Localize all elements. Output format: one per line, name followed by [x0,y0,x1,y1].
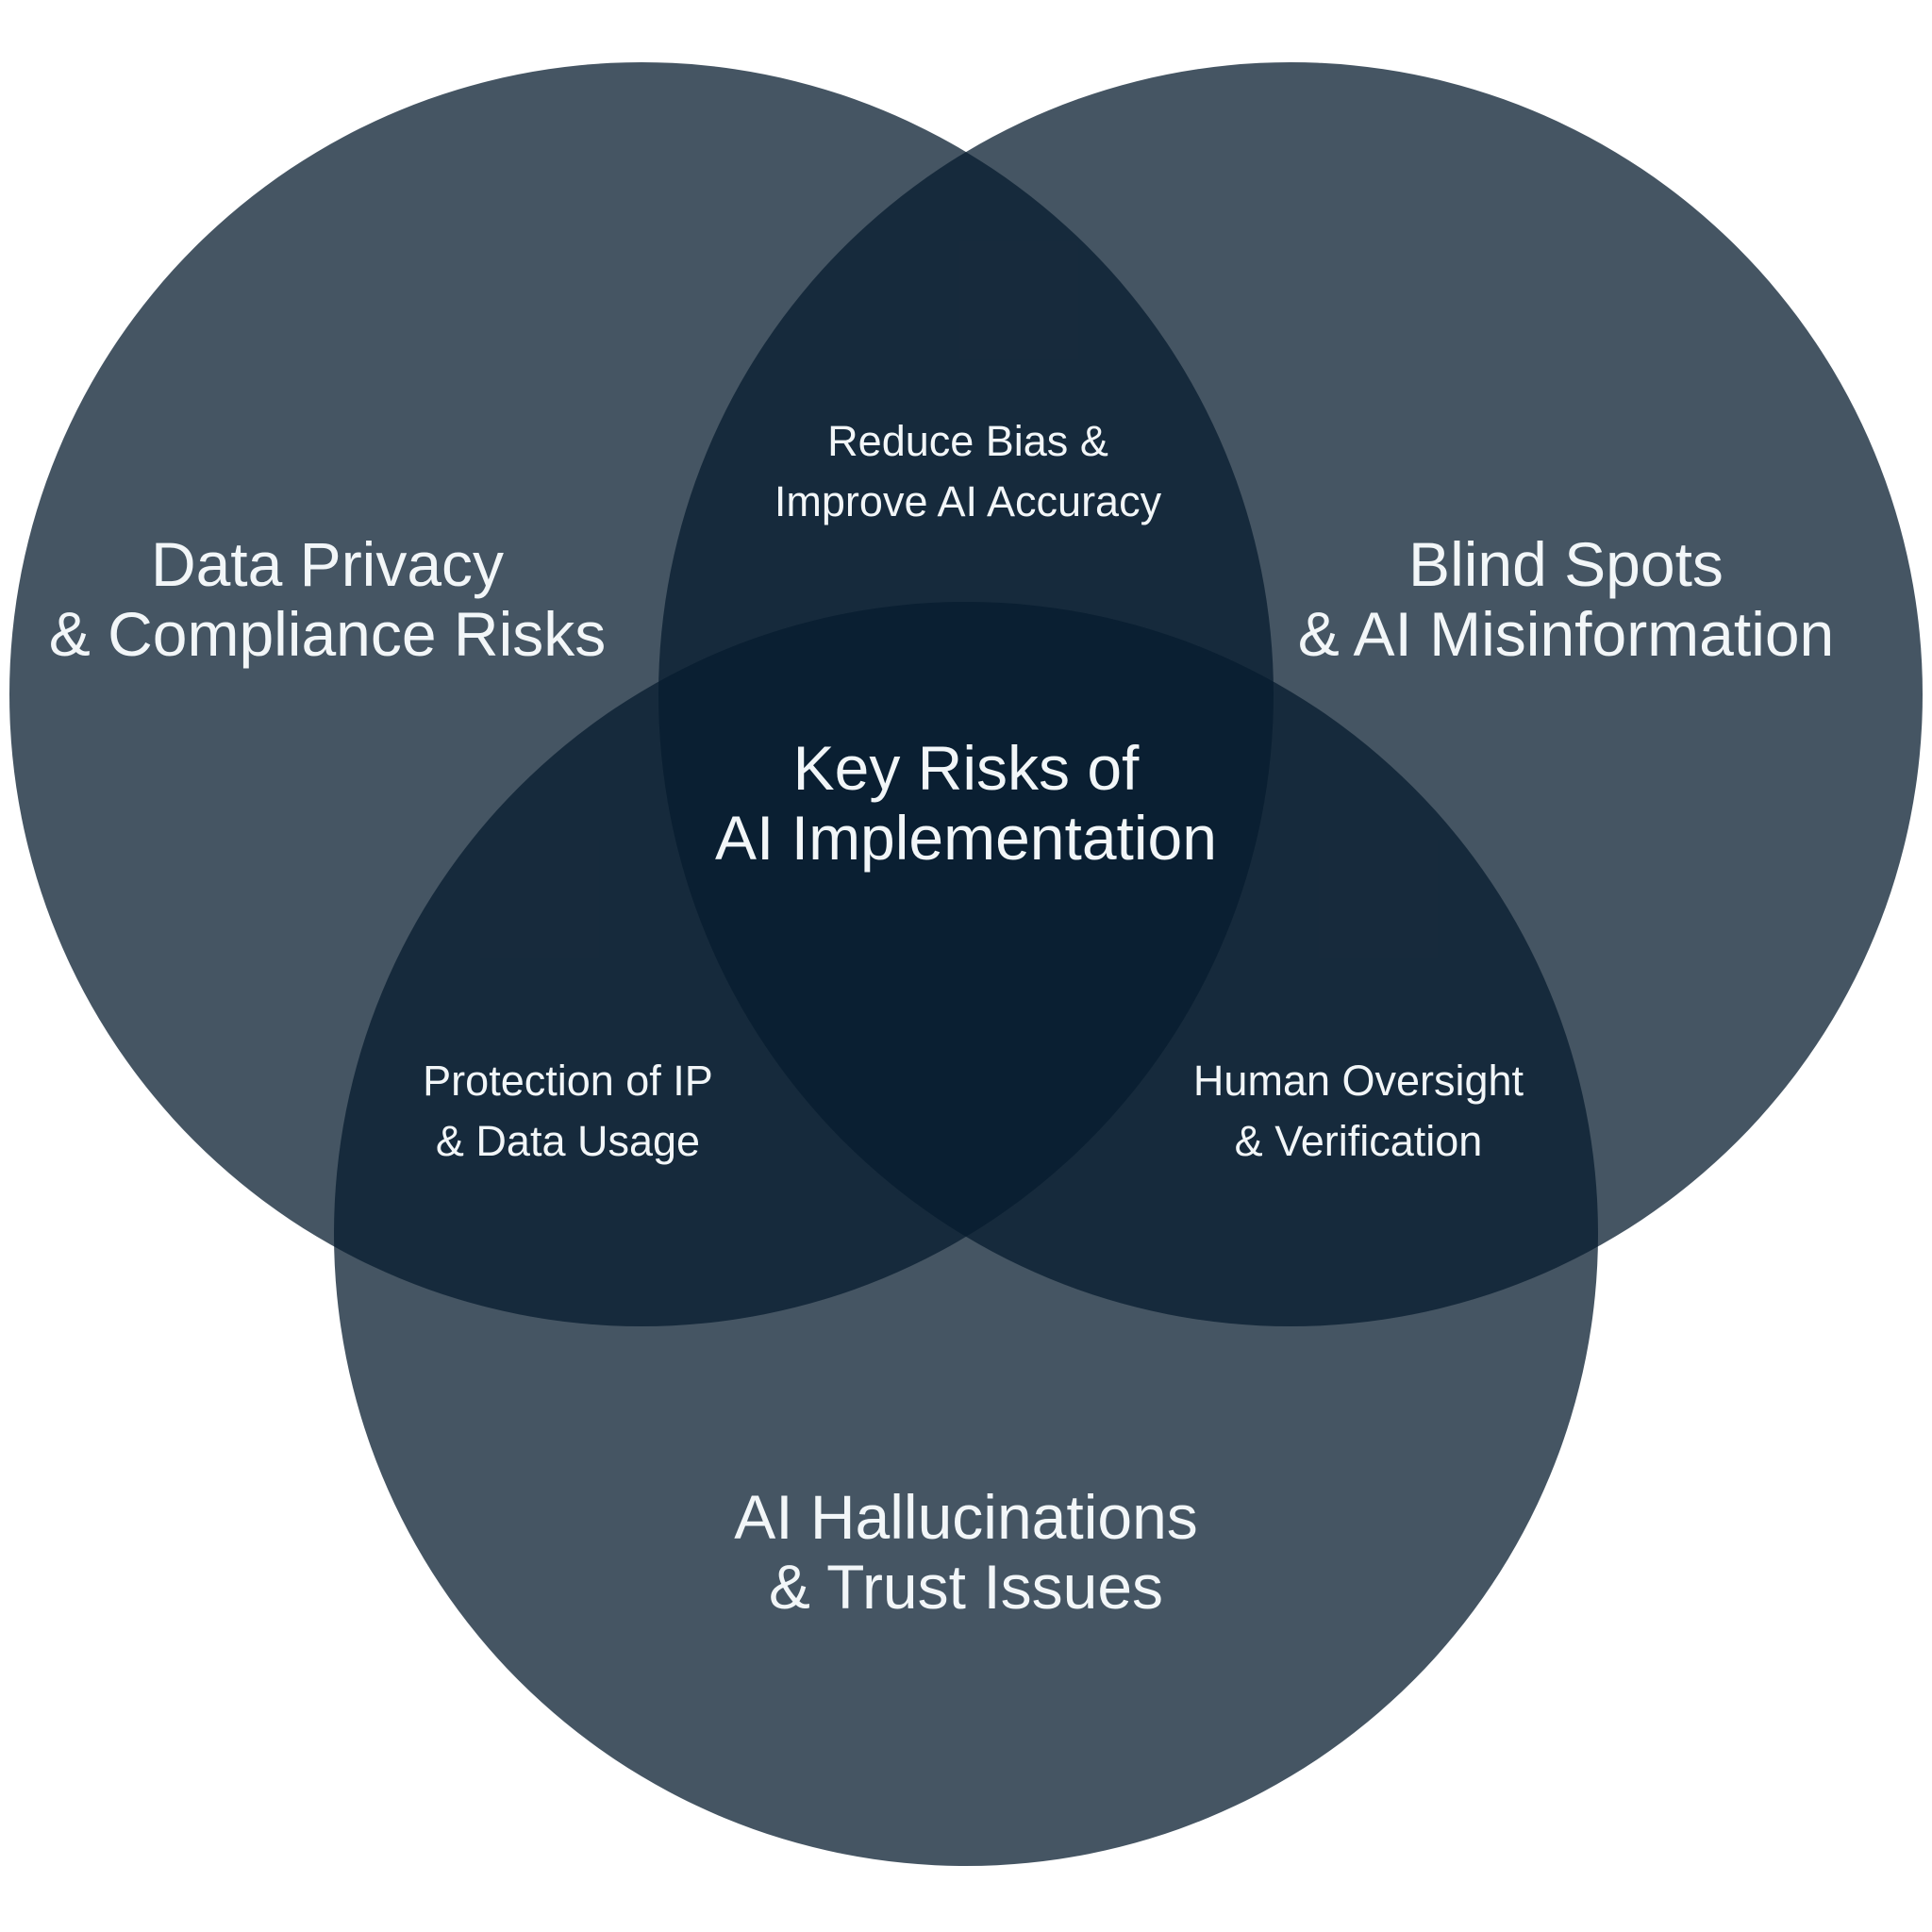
label-intersection-left-line2: & Data Usage [435,1117,701,1165]
label-intersection-left: Protection of IP & Data Usage [423,1051,713,1172]
label-intersection-top-line1: Reduce Bias & [827,417,1108,466]
label-intersection-top-line2: Improve AI Accuracy [774,477,1162,525]
label-intersection-right-line1: Human Oversight [1192,1057,1524,1106]
center-title-line2: AI Implementation [715,803,1217,873]
label-intersection-top: Reduce Bias & Improve AI Accuracy [774,411,1161,532]
label-blind-spots-line1: Blind Spots [1408,529,1724,600]
label-blind-spots-line2: & AI Misinformation [1297,599,1835,669]
label-data-privacy-line2: & Compliance Risks [48,599,607,669]
label-ai-hallucinations: AI Hallucinations & Trust Issues [734,1482,1198,1623]
label-data-privacy-line1: Data Privacy [150,529,505,600]
circle-ai-hallucinations [334,602,1598,1866]
label-intersection-right-line2: & Verification [1234,1117,1483,1165]
center-title-line1: Key Risks of [792,733,1140,804]
label-data-privacy: Data Privacy & Compliance Risks [48,529,607,670]
label-ai-hallucinations-line2: & Trust Issues [768,1552,1164,1622]
label-blind-spots: Blind Spots & AI Misinformation [1297,529,1835,670]
label-ai-hallucinations-line1: AI Hallucinations [734,1482,1198,1553]
label-intersection-left-line1: Protection of IP [423,1057,713,1106]
label-intersection-right: Human Oversight & Verification [1193,1051,1524,1172]
center-title: Key Risks of AI Implementation [715,733,1217,874]
